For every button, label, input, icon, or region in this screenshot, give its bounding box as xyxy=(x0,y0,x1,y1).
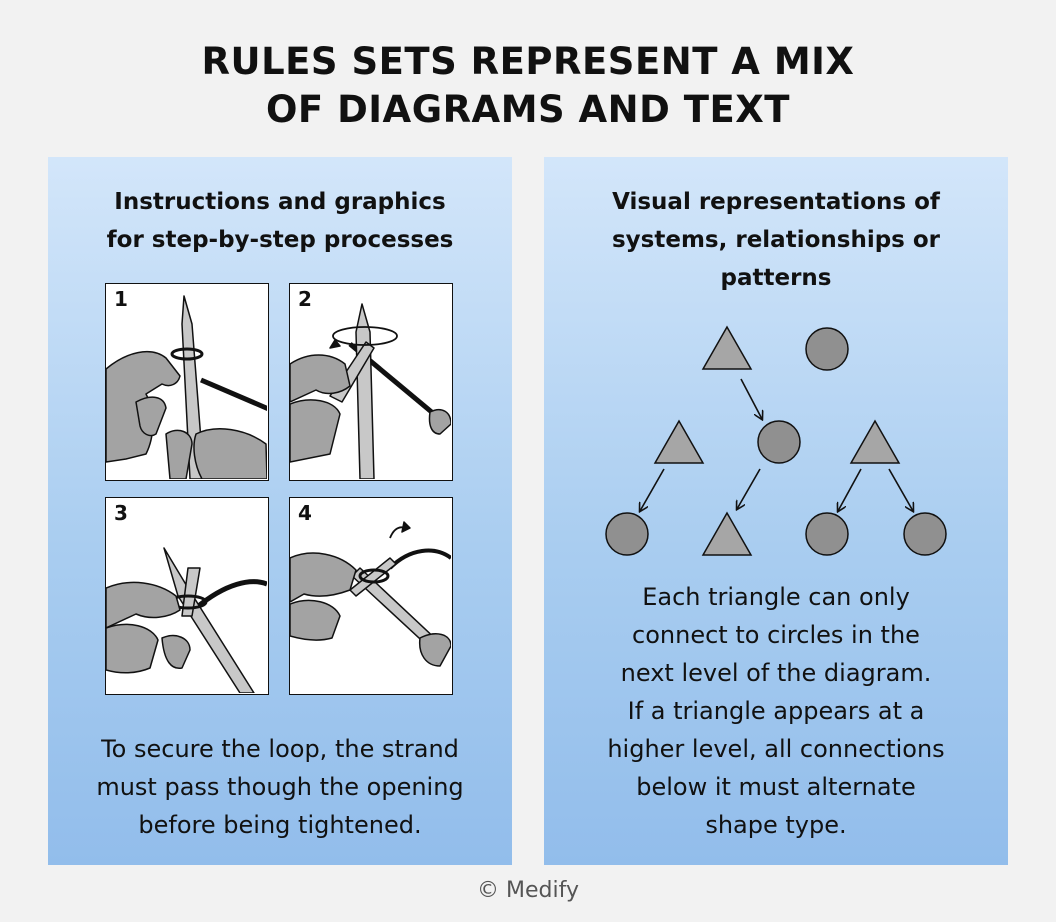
knitting-step-3-illustration xyxy=(106,547,267,693)
instructions-heading-line: for step-by-step processes xyxy=(106,227,454,253)
arrow-connector xyxy=(838,468,862,511)
representations-heading-line: Visual representations of xyxy=(612,189,940,215)
knitting-step-4: 4 xyxy=(289,497,453,695)
representations-text-line: Each triangle can only xyxy=(642,583,910,611)
knitting-step-1: 1 xyxy=(105,283,269,481)
page-title: RULES SETS REPRESENT A MIX OF DIAGRAMS A… xyxy=(0,38,1056,134)
hand-icon xyxy=(106,623,159,674)
arrow-head xyxy=(329,339,341,349)
representations-heading-line: systems, relationships or xyxy=(611,227,941,253)
hand-icon xyxy=(290,552,357,603)
finger-shape xyxy=(418,633,451,667)
yarn-strand xyxy=(388,548,451,570)
step-number: 4 xyxy=(298,501,312,525)
arrow-head xyxy=(401,521,411,533)
arrow-connector xyxy=(740,378,762,419)
knitting-step-2: 2 xyxy=(289,283,453,481)
representations-text-line: If a triangle appears at a xyxy=(627,697,925,725)
rotate-arrow-icon xyxy=(332,326,398,346)
yarn-loop-icon xyxy=(358,568,390,584)
circle-shape xyxy=(605,512,649,556)
title-line-2: OF DIAGRAMS AND TEXT xyxy=(265,88,791,131)
finger-shape xyxy=(135,396,167,437)
knitting-needle-icon xyxy=(181,567,201,617)
representations-panel: Visual representations of systems, relat… xyxy=(544,157,1008,865)
triangle-shape xyxy=(653,419,705,464)
step-number: 3 xyxy=(114,501,128,525)
copyright-footer: © Medify xyxy=(477,878,579,903)
knitting-step-3: 3 xyxy=(105,497,269,695)
knitting-needle-icon xyxy=(163,547,255,693)
finger-shape xyxy=(165,429,193,479)
representations-heading: Visual representations of systems, relat… xyxy=(544,183,1008,297)
hand-icon xyxy=(106,581,181,629)
triangle-shape xyxy=(701,325,753,370)
instructions-text-line: must pass though the opening xyxy=(96,773,464,801)
arrow-connector xyxy=(640,468,665,511)
instructions-text-line: before being tightened. xyxy=(138,811,422,839)
knitting-needle-icon xyxy=(355,303,375,479)
step-number: 1 xyxy=(114,287,128,311)
instructions-text: To secure the loop, the strand must pass… xyxy=(48,730,512,844)
knitting-step-2-illustration xyxy=(290,303,451,479)
representations-text-line: higher level, all connections xyxy=(607,735,945,763)
instructions-heading-line: Instructions and graphics xyxy=(114,189,446,215)
knitting-step-1-illustration xyxy=(106,295,267,479)
representations-text-line: below it must alternate xyxy=(636,773,916,801)
hand-icon xyxy=(290,599,341,641)
yarn-loop-icon xyxy=(170,347,204,361)
triangle-shape xyxy=(701,511,753,556)
shape-hierarchy-diagram xyxy=(605,325,947,556)
triangle-shape xyxy=(849,419,901,464)
arrow-connector xyxy=(737,468,761,509)
circle-shape xyxy=(805,327,849,371)
instructions-panel: Instructions and graphics for step-by-st… xyxy=(48,157,512,865)
finger-shape xyxy=(428,408,451,435)
hand-icon xyxy=(290,399,341,463)
representations-text-line: connect to circles in the xyxy=(632,621,920,649)
instructions-text-line: To secure the loop, the strand xyxy=(101,735,459,763)
instructions-heading: Instructions and graphics for step-by-st… xyxy=(48,183,512,259)
arrow-connector xyxy=(888,468,913,511)
circle-shape xyxy=(757,420,801,464)
step-number: 2 xyxy=(298,287,312,311)
finger-shape xyxy=(161,634,191,670)
hand-icon xyxy=(193,428,267,479)
circle-shape xyxy=(903,512,947,556)
knitting-step-4-illustration xyxy=(290,521,451,667)
representations-heading-line: patterns xyxy=(720,265,832,291)
representations-text: Each triangle can only connect to circle… xyxy=(544,578,1008,844)
representations-text-line: shape type. xyxy=(705,811,847,839)
representations-text-line: next level of the diagram. xyxy=(620,659,932,687)
circle-shape xyxy=(805,512,849,556)
title-line-1: RULES SETS REPRESENT A MIX xyxy=(201,40,855,83)
hand-icon xyxy=(290,354,351,403)
yarn-strand xyxy=(200,377,267,412)
